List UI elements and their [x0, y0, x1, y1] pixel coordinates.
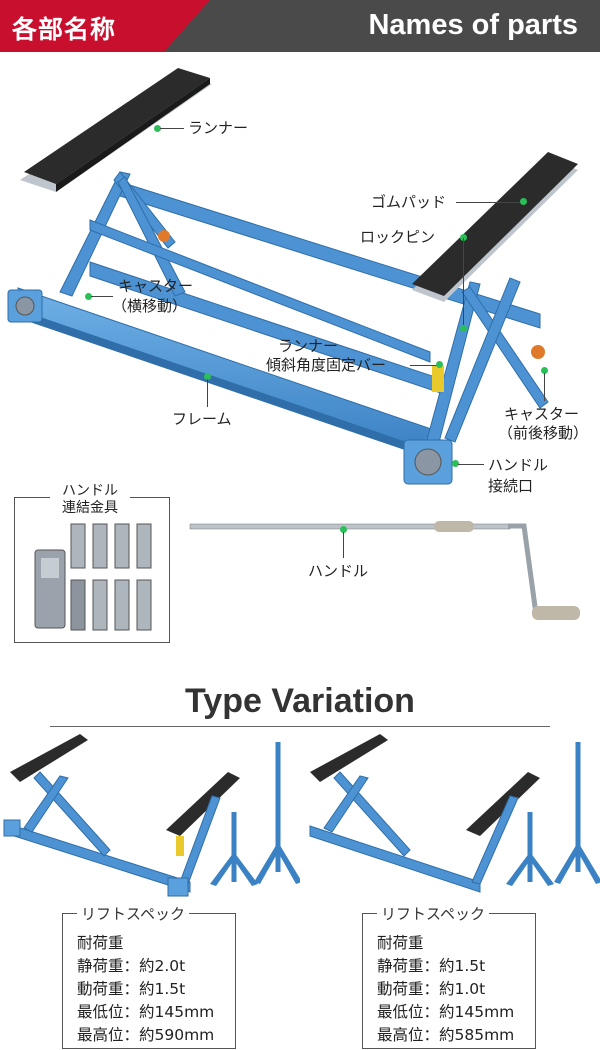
callout-dot [460, 234, 467, 241]
callout-dot [541, 367, 548, 374]
spec-min-height: 最低位：約145mm [77, 1003, 215, 1021]
lift-illustration [7, 68, 578, 485]
handle-coupler-label: ハンドル 連結金具 [50, 483, 130, 517]
callout-leader [410, 365, 438, 366]
label-rubber-pad: ゴムパッド [371, 193, 447, 211]
callout-dot [452, 460, 459, 467]
spec-static-load: 静荷重：約1.5t [377, 957, 486, 975]
spec-dynamic-load: 動荷重：約1.0t [377, 980, 486, 998]
handle-coupler-box [14, 497, 170, 643]
spec-title: リフトスペック [377, 903, 489, 924]
coupler-parts-illustration [34, 523, 152, 631]
type-variation-title: Type Variation [185, 682, 415, 720]
variant-1-illustration [3, 734, 300, 897]
callout-leader [456, 202, 522, 203]
spec-max-height: 最高位：約590mm [77, 1026, 215, 1044]
en-title: Names of parts [368, 9, 578, 41]
spec-min-height: 最低位：約145mm [377, 1003, 515, 1021]
callout-dot [436, 361, 443, 368]
handle-coupler-label-1: ハンドル [62, 483, 118, 499]
callout-leader [160, 128, 184, 129]
label-frame: フレーム [172, 410, 232, 428]
header-banner: 各部名称 Names of parts [0, 0, 600, 52]
callout-leader [91, 296, 113, 297]
callout-leader [207, 379, 208, 407]
spec-title: リフトスペック [77, 903, 189, 924]
label-runner-bar-2: 傾斜角度固定バー [266, 356, 387, 374]
spec-box-variant-1: リフトスペック 耐荷重 静荷重：約2.0t 動荷重：約1.5t 最低位：約145… [62, 903, 236, 1049]
callout-dot [154, 125, 161, 132]
callout-leader [458, 464, 484, 465]
label-handle: ハンドル [308, 562, 369, 580]
callout-dot [204, 373, 211, 380]
spec-load-heading: 耐荷重 [77, 934, 124, 952]
spec-box-variant-2: リフトスペック 耐荷重 静荷重：約1.5t 動荷重：約1.0t 最低位：約145… [362, 903, 536, 1049]
spec-max-height: 最高位：約585mm [377, 1026, 515, 1044]
callout-dot [460, 325, 467, 332]
handle-illustration [189, 521, 580, 620]
spec-static-load: 静荷重：約2.0t [77, 957, 186, 975]
title-rule [50, 726, 550, 727]
label-handle-port-2: 接続口 [488, 477, 534, 495]
callout-leader [463, 238, 464, 328]
callout-dot [340, 526, 347, 533]
callout-dot [520, 198, 527, 205]
callout-dot [85, 293, 92, 300]
callout-leader [544, 373, 545, 401]
parts-callouts: ランナー ゴムパッド ロックピン キャスター （横移動） ランナー 傾斜角度固定… [0, 52, 600, 652]
label-caster-front-note: （前後移動） [498, 424, 589, 442]
jp-title: 各部名称 [12, 15, 117, 44]
spec-load-heading: 耐荷重 [377, 934, 424, 952]
callout-leader [343, 532, 344, 558]
label-caster-front: キャスター [504, 405, 580, 423]
variant-2-illustration [309, 734, 600, 893]
label-runner-bar: ランナー [278, 337, 339, 355]
label-handle-port: ハンドル [488, 456, 549, 474]
label-lock-pin: ロックピン [360, 228, 436, 246]
handle-coupler-label-2: 連結金具 [62, 500, 118, 516]
label-caster-lateral: キャスター [118, 277, 194, 295]
label-runner: ランナー [188, 119, 249, 137]
label-caster-lateral-note: （横移動） [112, 297, 188, 315]
spec-dynamic-load: 動荷重：約1.5t [77, 980, 186, 998]
